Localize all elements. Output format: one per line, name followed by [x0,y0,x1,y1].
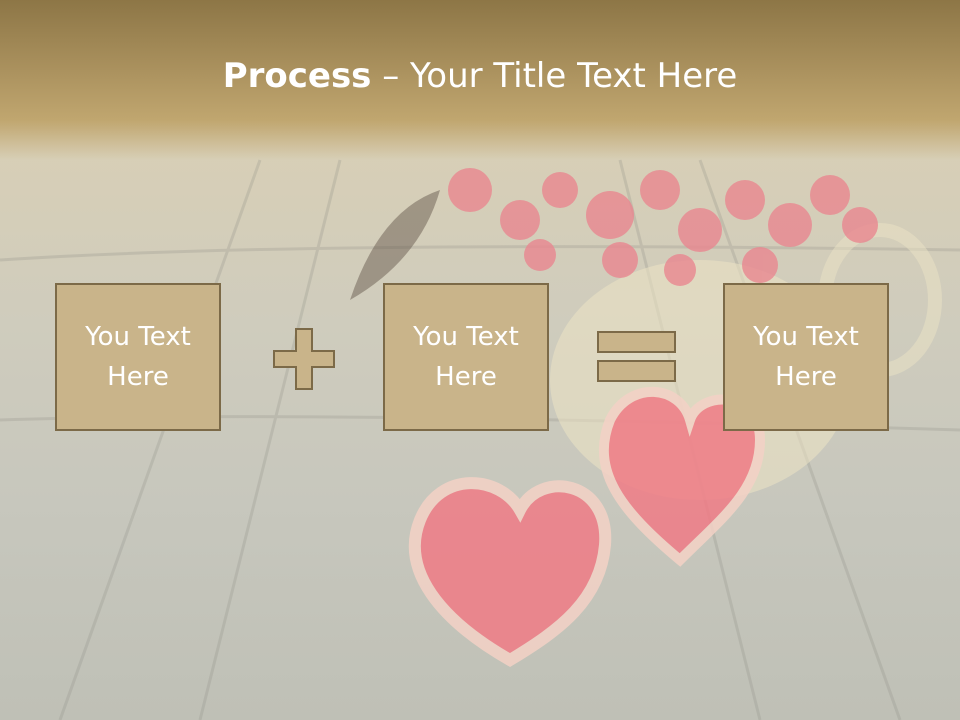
title-rest: – Your Title Text Here [371,56,738,96]
process-box-2-text: You Text Here [413,322,519,392]
process-box-1[interactable]: You Text Here [55,283,221,431]
plus-icon [273,328,335,390]
title-bold: Process [222,56,372,96]
slide-title: Process – Your Title Text Here [0,54,960,98]
process-box-3-text: You Text Here [753,322,859,392]
process-box-2[interactable]: You Text Here [383,283,549,431]
process-box-1-text: You Text Here [85,322,191,392]
process-box-3[interactable]: You Text Here [723,283,889,431]
title-bar [0,0,960,160]
equals-icon [597,331,676,382]
